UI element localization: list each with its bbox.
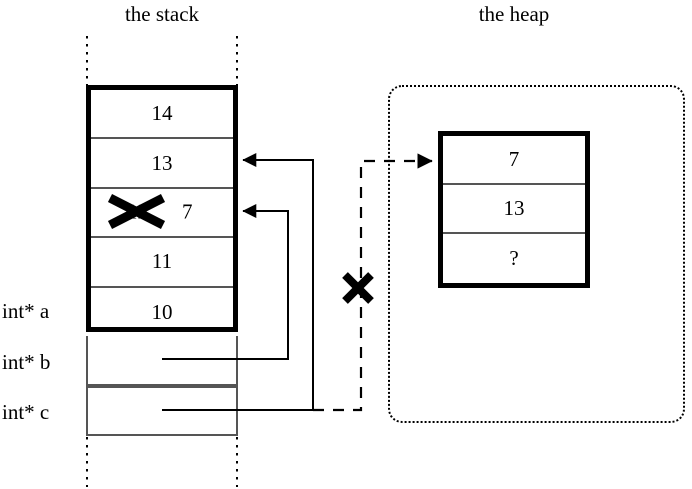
new-value: 7 xyxy=(182,199,193,224)
label-int-ptr-b: int* b xyxy=(2,350,51,374)
label-int-ptr-c: int* c xyxy=(2,400,50,424)
heap-block: 7 13 ? xyxy=(438,131,590,288)
stack-pointer-cell-b xyxy=(86,336,238,386)
heap-cell-0: 7 xyxy=(443,136,585,185)
stack-cell-11: 11 xyxy=(91,238,233,288)
stack-cell-overwritten: 12 7 xyxy=(91,189,233,239)
stack-title: the stack xyxy=(124,2,200,26)
stack-cell-14: 14 xyxy=(91,90,233,140)
invalid-pointer-x-icon xyxy=(342,272,374,304)
stack-pointer-cell-c xyxy=(86,386,238,436)
overwrite-group: 12 7 xyxy=(91,189,233,236)
heap-cell-2: ? xyxy=(509,246,519,270)
label-int-ptr-a: int* a xyxy=(2,299,50,323)
old-value-struck: 12 xyxy=(127,199,148,224)
stack-cell-10: 10 xyxy=(151,299,173,324)
heap-title: the heap xyxy=(478,2,550,26)
stack-frame: 14 13 12 7 11 10 xyxy=(86,85,238,332)
heap-cell-1: 13 xyxy=(443,185,585,234)
stack-cell-13: 13 xyxy=(91,139,233,189)
